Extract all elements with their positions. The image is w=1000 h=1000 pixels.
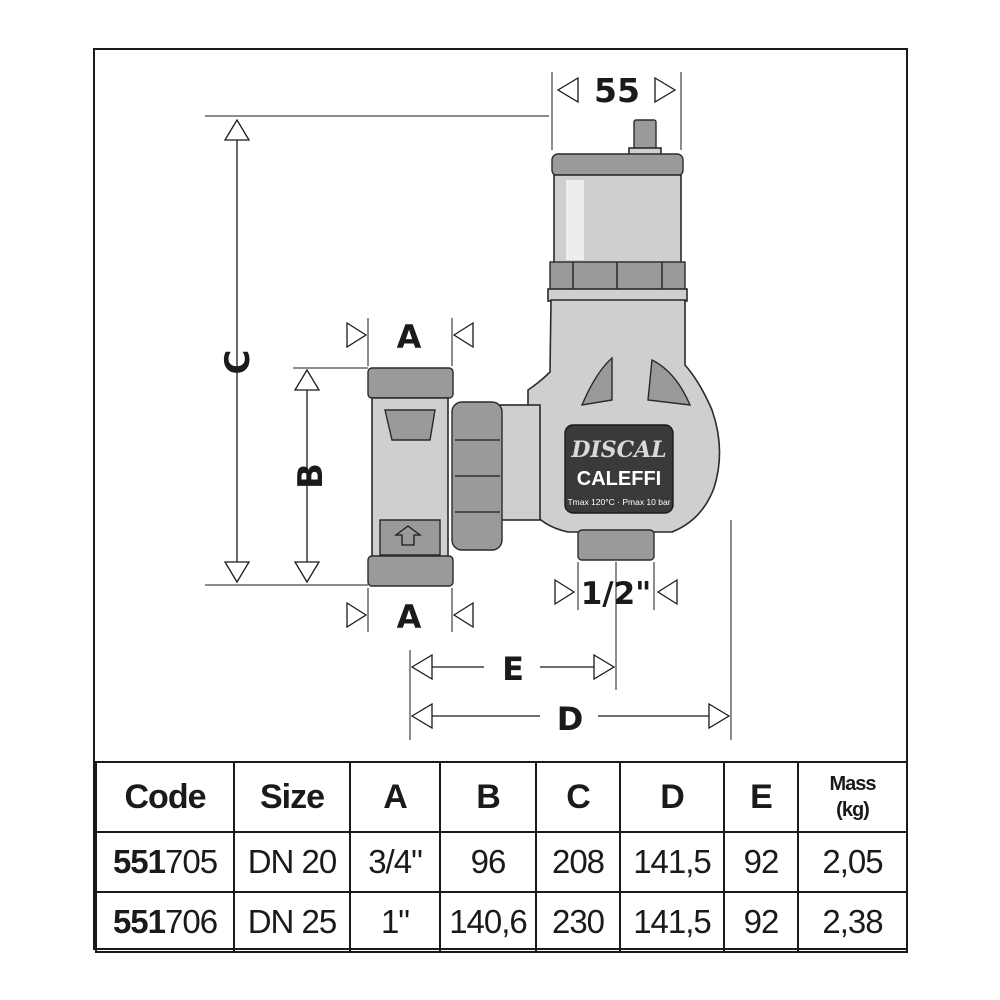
cell-code: 551705 bbox=[95, 831, 235, 893]
header-size: Size bbox=[233, 761, 351, 833]
cell-d: 141,5 bbox=[619, 831, 725, 893]
drain-outlet bbox=[577, 529, 655, 561]
header-c: C bbox=[535, 761, 621, 833]
cell-c: 230 bbox=[535, 891, 621, 953]
table-header-row: Code Size A B C D E Mass (kg) bbox=[95, 761, 908, 833]
cell-size: DN 25 bbox=[233, 891, 351, 953]
union-neck bbox=[499, 404, 541, 521]
label-brand: CALEFFI bbox=[577, 468, 661, 490]
header-code: Code bbox=[95, 761, 235, 833]
cell-size: DN 20 bbox=[233, 831, 351, 893]
pipe-top-end bbox=[367, 367, 454, 399]
air-dirt-separator-illustration: DISCAL CALEFFI Tmax 120°C · Pmax 10 bar bbox=[367, 119, 721, 587]
cell-a: 1" bbox=[349, 891, 441, 953]
cell-mass: 2,38 bbox=[797, 891, 908, 953]
header-b: B bbox=[439, 761, 537, 833]
table-row: 551706 DN 25 1" 140,6 230 141,5 92 2,38 bbox=[95, 891, 908, 953]
technical-drawing: DISCAL CALEFFI Tmax 120°C · Pmax 10 bar … bbox=[205, 71, 732, 740]
dimension-d-label: D bbox=[557, 700, 584, 738]
label-rating: Tmax 120°C · Pmax 10 bar bbox=[567, 497, 670, 507]
dimension-a-top-label: A bbox=[397, 318, 422, 356]
specification-table: Code Size A B C D E Mass(kg) 551705 DN 2… bbox=[95, 761, 908, 953]
dimension-b: B bbox=[291, 367, 368, 584]
flow-arrow-icon bbox=[394, 525, 422, 546]
code-suffix: 705 bbox=[165, 843, 218, 880]
dimension-55: 55 bbox=[551, 71, 682, 150]
cell-b: 96 bbox=[439, 831, 537, 893]
header-mass: Mass (kg) bbox=[797, 761, 908, 833]
header-d: D bbox=[619, 761, 725, 833]
code-prefix: 551 bbox=[112, 843, 166, 880]
dimension-55-label: 55 bbox=[594, 71, 640, 110]
dimension-a-bottom-label: A bbox=[397, 598, 422, 636]
code-suffix: 706 bbox=[165, 903, 218, 940]
dimension-a-bottom: A bbox=[346, 588, 474, 636]
table-row: 551705 DN 20 3/4" 96 208 141,5 92 2,05 bbox=[95, 831, 908, 893]
label-plate bbox=[564, 424, 674, 514]
cell-e: 92 bbox=[723, 831, 799, 893]
header-a: A bbox=[349, 761, 441, 833]
cell-e: 92 bbox=[723, 891, 799, 953]
cell-code: 551706 bbox=[95, 891, 235, 953]
dimension-e-label: E bbox=[502, 650, 524, 688]
dimension-c: C bbox=[205, 115, 549, 586]
header-mass-line2: (kg) bbox=[836, 799, 870, 821]
dimension-e: E bbox=[409, 562, 617, 740]
dimension-b-label: B bbox=[291, 463, 331, 489]
cell-d: 141,5 bbox=[619, 891, 725, 953]
dimension-d: D bbox=[410, 520, 732, 740]
header-e: E bbox=[723, 761, 799, 833]
dimension-c-label: C bbox=[218, 350, 258, 375]
code-prefix: 551 bbox=[112, 903, 166, 940]
cell-c: 208 bbox=[535, 831, 621, 893]
header-mass-line1: Mass bbox=[829, 773, 876, 795]
cell-mass: 2,05 bbox=[797, 831, 908, 893]
pipe-bottom-end bbox=[367, 555, 454, 587]
top-cap bbox=[551, 153, 684, 177]
cell-a: 3/4" bbox=[349, 831, 441, 893]
cell-b: 140,6 bbox=[439, 891, 537, 953]
dimension-a-top: A bbox=[346, 318, 474, 366]
label-brand-script: DISCAL bbox=[570, 437, 666, 463]
vent-valve bbox=[633, 119, 657, 151]
